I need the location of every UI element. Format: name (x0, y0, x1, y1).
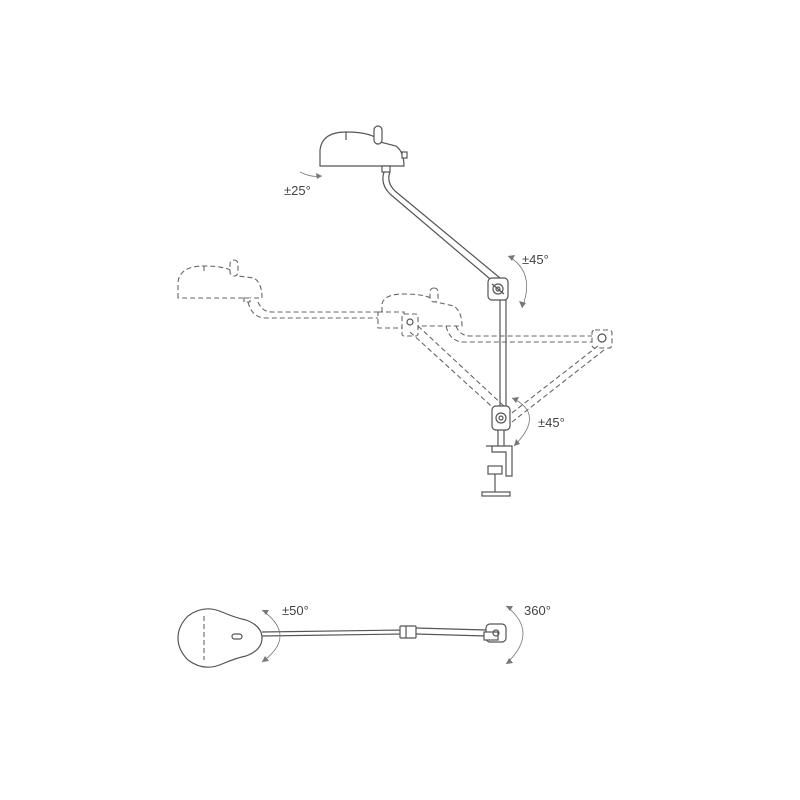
base-rotation-label: 360° (524, 603, 551, 618)
lamp-side-view (319, 125, 513, 497)
dashed-joint-middle (401, 313, 419, 337)
upper-joint-label: ±45° (522, 252, 549, 267)
top-view-head (177, 608, 263, 668)
lower-joint-label: ±45° (538, 415, 565, 430)
upper-joint (487, 277, 509, 301)
head-tilt-label: ±25° (284, 183, 311, 198)
vertical-pole (499, 300, 507, 408)
base-rotation-arc (505, 605, 524, 665)
lower-joint (491, 405, 511, 431)
lamp-head (319, 125, 408, 173)
lower-joint-arc (511, 397, 530, 447)
rotation-arrows-side (299, 171, 530, 447)
head-swivel-label: ±50° (282, 603, 309, 618)
head-swivel-arc (261, 609, 281, 663)
dashed-joint-right (591, 329, 613, 349)
dashed-head-left (177, 259, 263, 303)
dashed-alt-positions (177, 259, 613, 423)
table-clamp (481, 430, 513, 497)
lamp-top-view (177, 608, 507, 668)
rotation-arrows-top (261, 605, 524, 665)
top-view-arm (261, 625, 487, 639)
top-view-base (483, 623, 507, 643)
dashed-head-middle (377, 287, 463, 329)
upper-arm (382, 171, 501, 285)
